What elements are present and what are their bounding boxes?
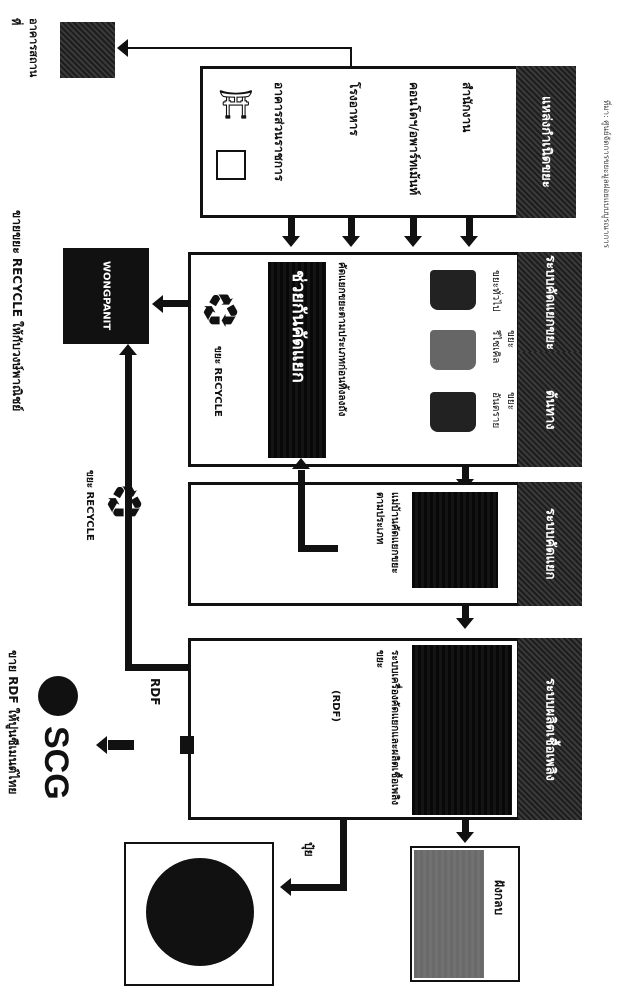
arrow-src-4-head <box>460 236 478 247</box>
top-facility-label: อาคารสถานที่ <box>9 18 40 78</box>
fertilizer-label: ปุ๋ย <box>302 842 316 857</box>
return-loop-v <box>298 470 305 550</box>
plant-rdf: (RDF) <box>330 690 341 722</box>
arrow-transfer-to-plant <box>462 606 469 620</box>
top-facility-box <box>60 22 115 78</box>
plant-recycle-head <box>119 344 137 355</box>
arrow-sort-to-wongpanit <box>162 300 190 307</box>
bin-recycle-icon <box>430 330 476 370</box>
arrow-src-1-head <box>282 236 300 247</box>
plant-image <box>412 645 512 815</box>
source-item-canteen: โรงอาหาร <box>347 82 361 136</box>
transfer-image <box>412 492 498 588</box>
plant-recycle-icon: ♻ <box>104 476 146 530</box>
return-loop-h <box>298 545 338 552</box>
sorting-banner-image <box>268 262 326 458</box>
plant-header: ระบบผลิตเชื้อเพลิง <box>518 638 582 820</box>
sorting-recycle-icon: ♻ <box>200 284 242 338</box>
plant-text: ระบบเครื่องคัดแยกและผลิตเชื้อเพลิงขยะ <box>374 650 400 806</box>
arrow-fertilizer-h <box>290 884 347 891</box>
bin-general-icon <box>430 270 476 310</box>
transfer-header-text: ระบบคัดแยก <box>542 508 558 580</box>
sources-header-text: แหล่งกำเนิดขยะ <box>538 96 554 188</box>
government-emblem-icon: ⛩ <box>218 88 254 121</box>
arrow-fertilizer-head <box>280 878 291 896</box>
sorting-header: ระบบคัดแยกขยะ <box>518 252 582 352</box>
arrow-landfill-head <box>456 832 474 843</box>
sorting-subheader-text: ต้นทาง <box>542 389 558 430</box>
bin-label-hazard: ขยะอันตราย <box>490 392 516 429</box>
sorting-subheader: ต้นทาง <box>518 352 582 467</box>
arrow-transfer-to-plant-head <box>456 618 474 629</box>
source-item-office: สำนักงาน <box>460 82 474 133</box>
building-icon <box>216 150 246 180</box>
sorting-banner-text: ช่วยกันคัดแยก <box>288 270 309 383</box>
plant-recycle-label: ขยะ RECYCLE <box>84 470 95 541</box>
landfill-label: ฝังกลบ <box>492 880 506 916</box>
arrow-sort-to-transfer <box>462 467 469 481</box>
arrow-src-2 <box>348 218 355 238</box>
arrow-src-3 <box>410 218 417 238</box>
arrow-to-facility-head <box>117 39 128 57</box>
return-loop-head <box>292 458 310 469</box>
transfer-text: แม่บ้านคัดแยกขยะ ตามประเภท <box>374 492 400 574</box>
arrow-landfill <box>462 820 469 834</box>
footnote: ที่มา: ศูนย์จัดการขยะมูลฝอยแบบบูรณาการ <box>602 100 611 249</box>
arrow-src-1 <box>288 218 295 238</box>
arrow-sort-to-wongpanit-head <box>152 295 163 313</box>
source-item-condo: คอนโดฯ/อพาร์ทเม้นท์ <box>407 82 421 196</box>
arrow-plant-down <box>340 820 347 890</box>
arrow-src-2-head <box>342 236 360 247</box>
bin-hazard-icon <box>430 392 476 432</box>
arrow-rdf-to-scg-head <box>96 736 107 754</box>
rdf-label: RDF <box>148 678 162 706</box>
arrow-to-facility <box>128 47 352 49</box>
plant-header-text: ระบบผลิตเชื้อเพลิง <box>542 677 558 781</box>
wongpanit-logo: WONGPANIT <box>100 261 112 331</box>
rdf-connector <box>180 736 194 754</box>
sources-header: แหล่งกำเนิดขยะ <box>516 66 576 218</box>
bin-label-recycle: ขยะรีไซเคิล <box>490 330 516 364</box>
source-item-government: อาคารส่วนราชการ <box>272 82 286 182</box>
wongpanit-logo-box: WONGPANIT <box>63 248 149 344</box>
plant-recycle-v <box>125 355 132 671</box>
arrow-src-4 <box>466 218 473 238</box>
sorting-note: คัดแยกขยะตามประเภทก่อนทิ้งลงถัง <box>336 262 347 417</box>
plant-recycle-h <box>125 664 190 671</box>
sorting-recycle-label: ขยะ RECYCLE <box>212 346 223 417</box>
wongpanit-caption: ขายขยะ RECYCLE ให้กับวงษ์พาณิชย์ <box>10 210 24 412</box>
sorting-header-text: ระบบคัดแยกขยะ <box>542 254 558 350</box>
arrow-rdf-to-scg <box>108 740 134 750</box>
tree-icon <box>146 858 254 966</box>
transfer-header: ระบบคัดแยก <box>518 482 582 606</box>
landfill-image <box>414 850 484 978</box>
bin-label-general: ขยะทั่วไป <box>490 270 501 312</box>
scg-caption: ขาย RDF ให้ปูนซีเมนต์ไทย <box>6 650 20 795</box>
scg-emblem-icon <box>38 676 78 716</box>
arrow-src-3-head <box>404 236 422 247</box>
sources-panel <box>200 66 518 218</box>
scg-logo: SCG <box>37 726 75 800</box>
